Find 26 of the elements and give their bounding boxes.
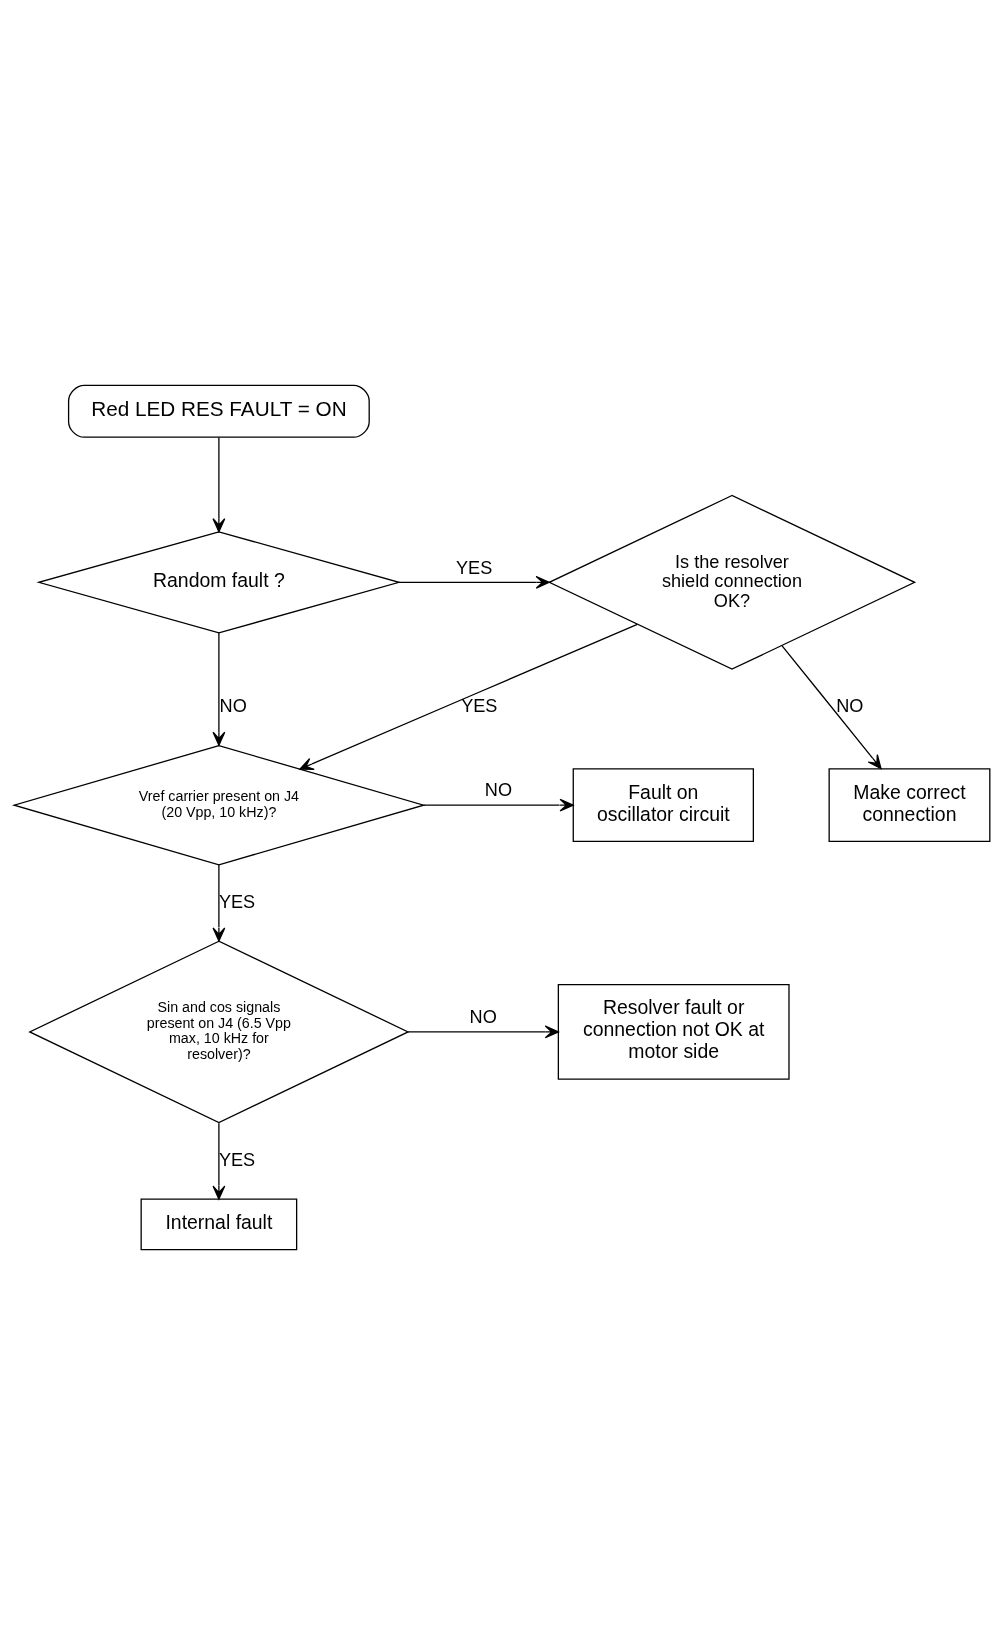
- arrow: [211, 632, 225, 746]
- edge-label: NO: [484, 780, 512, 801]
- edge-label: NO: [835, 696, 863, 717]
- node-box: Internal fault: [140, 1198, 297, 1251]
- edge-label: YES: [455, 557, 492, 578]
- arrow: [211, 864, 225, 942]
- edge-label: YES: [460, 696, 497, 717]
- arrow: [422, 798, 574, 812]
- node-diamond: Vref carrier present on J4 (20 Vpp, 10 kHz)?: [11, 744, 426, 866]
- edge-label: YES: [218, 1149, 255, 1170]
- node-box: Resolver fault or connection not OK at motor side: [557, 984, 790, 1080]
- node-box: Red LED RES FAULT = ON: [67, 384, 370, 438]
- arrow: [407, 1025, 559, 1039]
- arrow: [780, 644, 882, 770]
- edge-label: NO: [219, 696, 247, 717]
- node-box: Fault on oscillator circuit: [572, 768, 754, 843]
- arrow: [211, 1122, 225, 1200]
- node-diamond: Sin and cos signals present on J4 (6.5 Vpp max, 10 kHz for resolver)?: [27, 940, 410, 1124]
- edge-label: NO: [469, 1007, 497, 1028]
- arrow: [397, 575, 550, 589]
- node-diamond: Is the resolver shield connection OK?: [547, 494, 916, 670]
- arrow: [298, 623, 638, 770]
- arrow: [211, 436, 225, 533]
- node-box: Make correct connection: [828, 768, 990, 843]
- edge-label: YES: [218, 891, 255, 912]
- node-diamond: Random fault ?: [35, 531, 401, 634]
